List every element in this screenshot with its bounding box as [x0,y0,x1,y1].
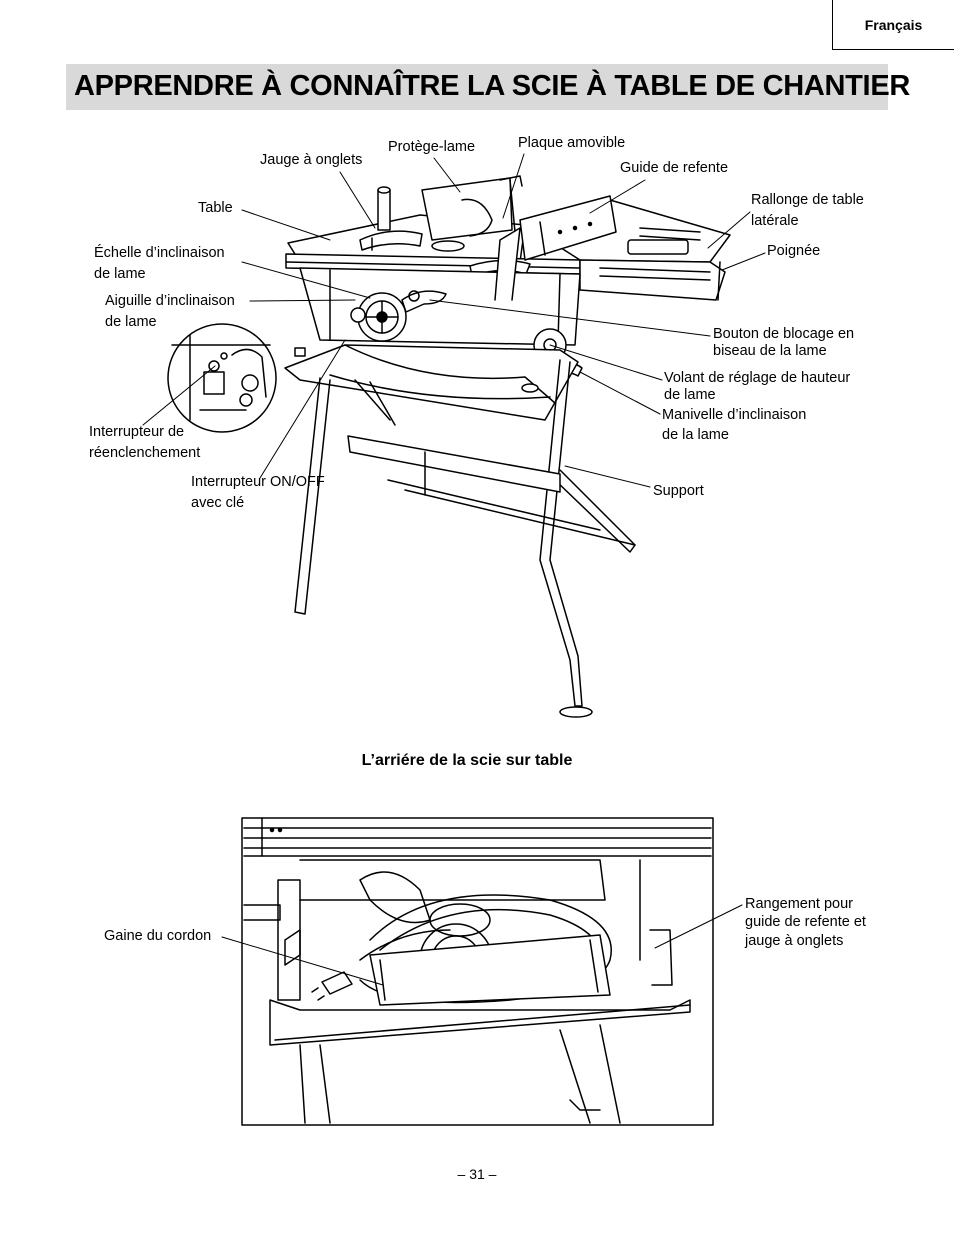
label-gaine-cordon: Gaine du cordon [104,928,212,944]
label-bouton-line1: Bouton de blocage en [713,326,855,342]
label-rangement-line3: jauge à onglets [745,933,844,949]
label-echelle-line2: de lame [94,266,146,282]
label-volant-line1: Volant de réglage de hauteur [664,370,851,386]
label-echelle-line1: Échelle d’inclinaison [94,245,225,261]
label-interrupteur-re-line2: réenclenchement [89,445,201,461]
saw-front-view [284,175,731,718]
label-interrupteur-on-line2: avec clé [191,495,245,511]
label-guide-refente: Guide de refente [620,160,729,176]
page-title: APPRENDRE À CONNAÎTRE LA SCIE À TABLE DE… [74,70,911,102]
label-rallonge-line1: Rallonge de table [751,192,864,208]
label-plaque-amovible: Plaque amovible [518,135,626,151]
label-manivelle-line1: Manivelle d’inclinaison [662,407,807,423]
label-bouton-line2: biseau de la lame [713,343,827,359]
language-tab: Français [832,0,954,50]
label-rangement-line2: guide de refente et [745,914,866,930]
title-bar: APPRENDRE À CONNAÎTRE LA SCIE À TABLE DE… [66,64,910,110]
leader-lines [142,153,766,488]
label-volant-line2: de lame [664,387,716,403]
label-aiguille-line1: Aiguille d’inclinaison [105,293,235,309]
switch-inset [167,323,277,433]
rear-view-caption: L’arriére de la scie sur table [361,752,573,769]
rear-view-photo [241,817,714,1126]
label-rallonge-line2: latérale [751,213,799,229]
label-interrupteur-on-line1: Interrupteur ON/OFF [191,474,325,490]
label-manivelle-line2: de la lame [662,427,729,443]
label-jauge-onglets: Jauge à onglets [260,152,363,168]
label-protege-lame: Protège-lame [388,139,476,155]
label-table: Table [198,200,233,216]
page-number: – 31 – [457,1166,497,1182]
label-poignee: Poignée [767,243,821,259]
label-interrupteur-re-line1: Interrupteur de [89,424,185,440]
label-support: Support [653,483,704,499]
label-rangement-line1: Rangement pour [745,896,854,912]
label-aiguille-line2: de lame [105,314,157,330]
